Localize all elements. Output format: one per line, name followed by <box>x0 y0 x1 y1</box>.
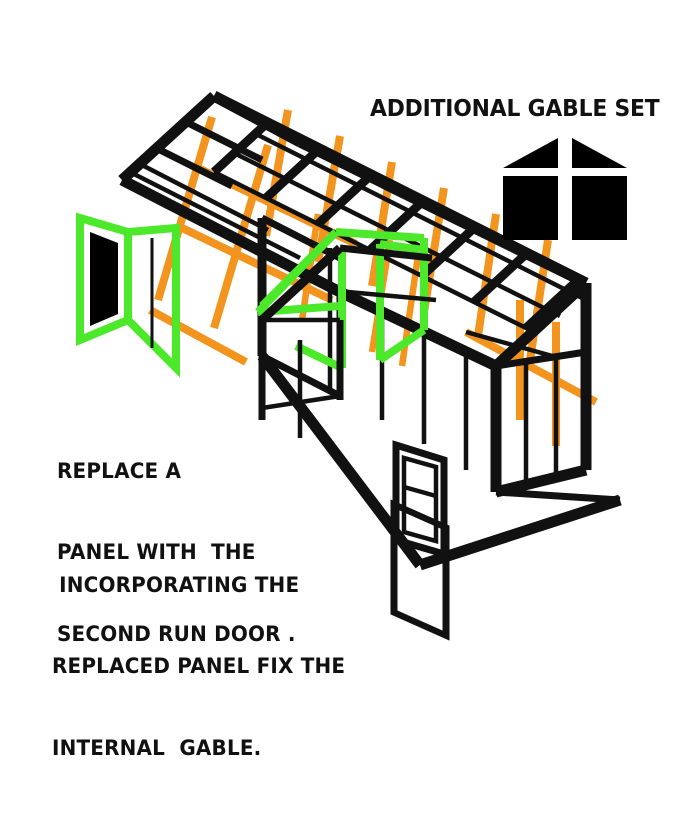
note-2-line-1: INCORPORATING THE <box>52 572 300 597</box>
internal-gable-frame-overlay <box>258 244 437 438</box>
front-door[interactable] <box>390 440 450 641</box>
diagram-root: ADDITIONAL GABLE SET REPLACE A PANEL WIT… <box>52 91 660 760</box>
legend-left-gable-half <box>503 138 558 240</box>
note-2-line-3: INTERNAL GABLE. <box>52 736 262 761</box>
open-replacement-door-left[interactable] <box>76 212 180 378</box>
greenhouse-isometric-drawing <box>76 91 627 641</box>
note-internal-gable: INCORPORATING THE REPLACED PANEL FIX THE… <box>52 517 345 817</box>
gable-set-legend-drawing <box>503 138 627 240</box>
note-2-line-2: REPLACED PANEL FIX THE <box>52 654 346 679</box>
legend-right-gable-half <box>572 138 627 240</box>
note-replace-panel: REPLACE A PANEL WITH THE SECOND RUN DOOR… <box>57 403 296 703</box>
note-1-line-2: PANEL WITH THE <box>57 540 256 565</box>
right-gable-end-wall <box>465 280 621 504</box>
page-title: ADDITIONAL GABLE SET <box>370 94 660 122</box>
note-1-line-1: REPLACE A <box>57 458 182 483</box>
note-1-line-3: SECOND RUN DOOR . <box>57 622 296 647</box>
